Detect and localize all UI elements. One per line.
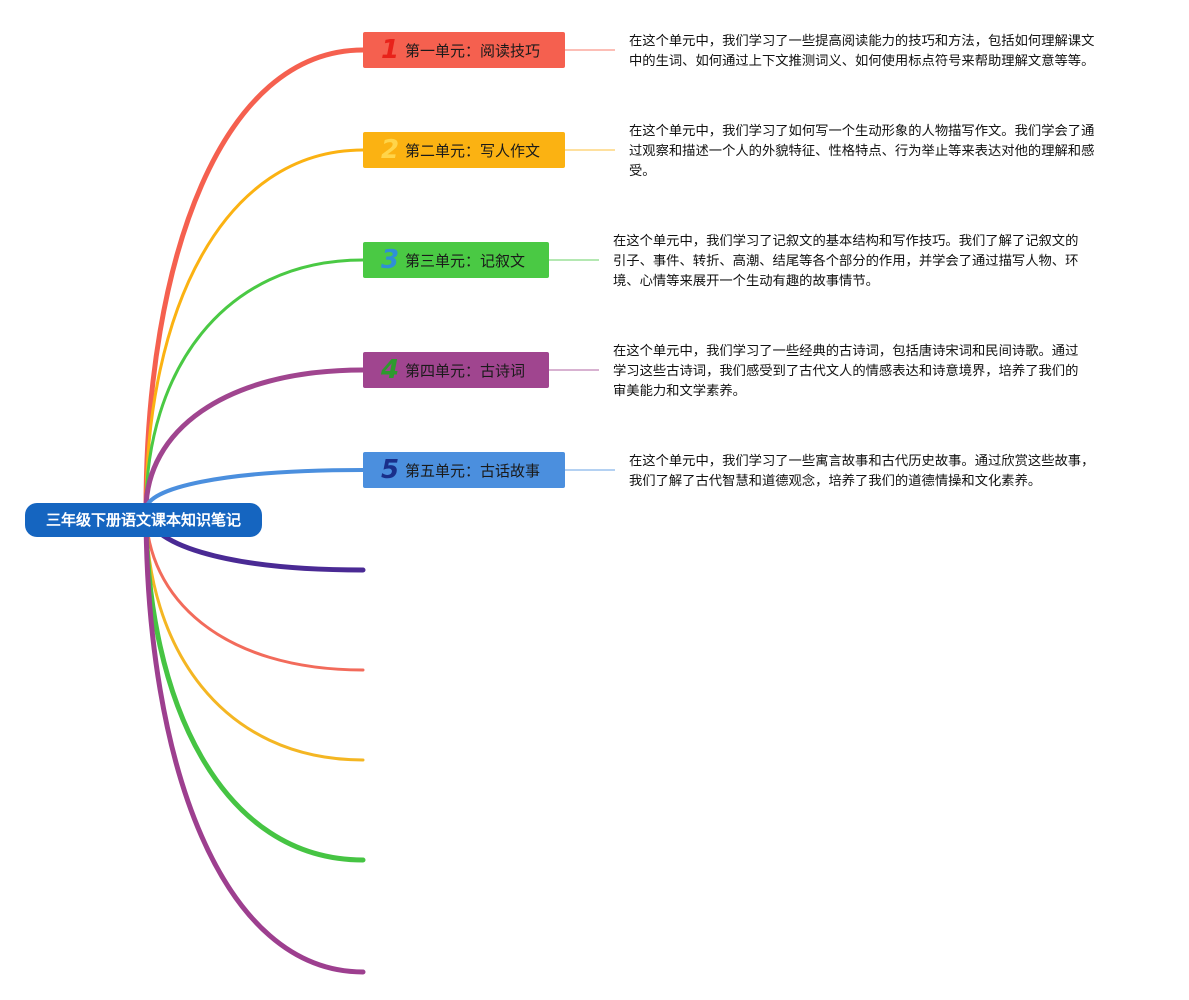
branch-line-unit-5 bbox=[144, 468, 365, 512]
number-3-icon: 3 bbox=[381, 245, 400, 275]
subtopic-description-unit-3[interactable]: 在这个单元中，我们学习了记叙文的基本结构和写作技巧。我们了解了记叙文的 引子、事… bbox=[613, 234, 1079, 289]
topic-unit-5[interactable]: 5 第五单元：古话故事 bbox=[363, 452, 565, 488]
branch-line-unit-4 bbox=[143, 367, 366, 513]
empty-branch-line bbox=[144, 508, 365, 762]
topic-label: 第四单元：古诗词 bbox=[405, 361, 526, 380]
empty-branch-line bbox=[143, 507, 366, 975]
subtopic-description-unit-2[interactable]: 在这个单元中，我们学习了如何写一个生动形象的人物描写作文。我们学会了通 过观察和… bbox=[629, 124, 1095, 179]
number-1-icon: 1 bbox=[381, 35, 400, 65]
topic-label: 第五单元：古话故事 bbox=[405, 461, 541, 480]
topic-unit-3[interactable]: 3 第三单元：记叙文 bbox=[363, 242, 549, 278]
branch-line-unit-3 bbox=[144, 258, 365, 512]
subtopic-description-unit-1[interactable]: 在这个单元中，我们学习了一些提高阅读能力的技巧和方法，包括如何理解课文 中的生词… bbox=[629, 34, 1095, 69]
topic-unit-1[interactable]: 1 第一单元：阅读技巧 bbox=[363, 32, 565, 68]
branch-line-unit-1 bbox=[143, 47, 366, 513]
topic-label: 第一单元：阅读技巧 bbox=[405, 41, 541, 60]
topic-label: 第二单元：写人作文 bbox=[405, 141, 541, 160]
central-topic[interactable]: 三年级下册语文课本知识笔记 bbox=[25, 503, 262, 537]
branch-line-unit-2 bbox=[144, 148, 365, 512]
subtopic-description-unit-4[interactable]: 在这个单元中，我们学习了一些经典的古诗词，包括唐诗宋词和民间诗歌。通过 学习这些… bbox=[613, 344, 1079, 399]
topic-unit-4[interactable]: 4 第四单元：古诗词 bbox=[363, 352, 549, 388]
number-4-icon: 4 bbox=[381, 355, 400, 385]
number-5-icon: 5 bbox=[381, 455, 400, 485]
subtopic-description-unit-5[interactable]: 在这个单元中，我们学习了一些寓言故事和古代历史故事。通过欣赏这些故事， 我们了解… bbox=[629, 454, 1095, 489]
topic-label: 第三单元：记叙文 bbox=[405, 251, 526, 270]
topic-unit-2[interactable]: 2 第二单元：写人作文 bbox=[363, 132, 565, 168]
number-2-icon: 2 bbox=[381, 135, 400, 165]
empty-branch-line bbox=[144, 508, 365, 672]
